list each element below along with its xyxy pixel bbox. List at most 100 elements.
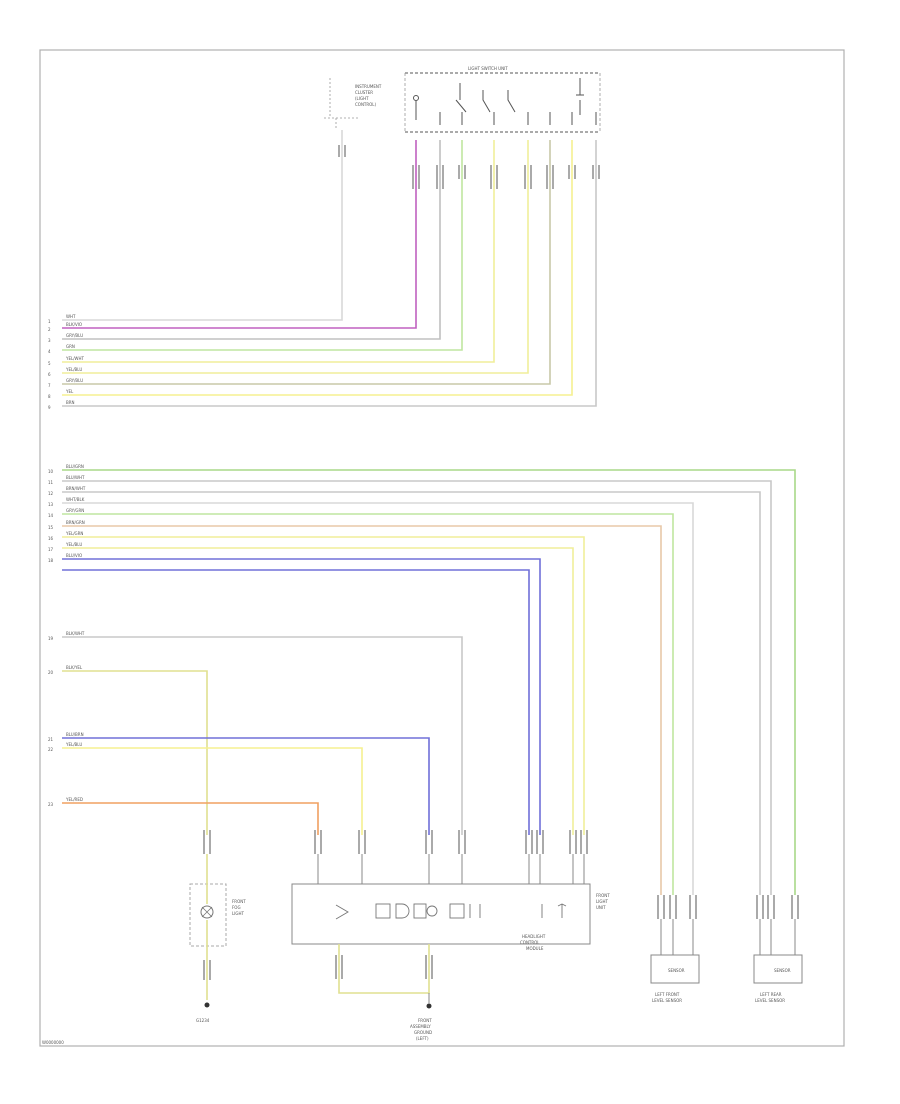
component-line-3: (LIGHT [355,96,369,101]
wire-num-6: 6 [48,372,51,377]
left-rear-level-sensor: SENSOR LEFT REAR LEVEL SENSOR [753,919,803,1003]
wire-5 [62,140,495,363]
ground-left-label: G1234 [196,1018,210,1023]
wire-label-6: YEL/BLU [65,367,82,372]
wire-label-1: WHT [66,314,76,319]
wire-num-4: 4 [48,349,51,354]
wire-num-14: 14 [48,513,54,518]
module-line-3: MODULE [526,946,544,951]
wire-num-18: 18 [48,558,54,563]
headlight-control-module: HEADLIGHT CONTROL MODULE FRONT LIGHT UNI… [291,854,610,1041]
wire-num-8: 8 [48,394,51,399]
wire-label-7: GRY/BLU [66,378,83,383]
wire-label-22: YEL/BLU [65,742,82,747]
wire-7 [62,140,551,385]
wire-3 [62,140,441,340]
component-line-2: CLUSTER [355,90,373,95]
lamp-line-1: FRONT [232,899,246,904]
wire-num-2: 2 [48,327,51,332]
wire-17 [62,547,574,835]
lamp-line-3: LIGHT [232,911,245,916]
wire-num-20: 20 [48,670,54,675]
wire-num-7: 7 [48,383,51,388]
wire-label-3: GRY/BLU [66,333,83,338]
wire-num-5: 5 [48,361,51,366]
sensor-left-line-1: LEFT FRONT [655,992,680,997]
ground-left-icon [204,1002,210,1008]
wire-6 [62,140,529,374]
wire-label-13: WHT/BLK [66,497,85,502]
wire-10 [62,469,796,895]
wire-18b [62,569,530,835]
wire-1 [62,130,343,321]
top-connectors [338,145,600,189]
wire-num-21: 21 [48,737,54,742]
sensor-left-text: SENSOR [668,968,685,973]
wire-18 [62,558,541,835]
lamp-line-2: FOG [232,905,241,910]
wire-label-19: BLK/WHT [66,631,85,636]
wire-9 [62,140,597,407]
wire-label-4: GRN [66,344,75,349]
bottom-connectors [203,830,799,980]
wire-label-10: BLU/GRN [66,464,84,469]
wire-num-9: 9 [48,405,51,410]
left-front-level-sensor: SENSOR LEFT FRONT LEVEL SENSOR [650,919,700,1003]
wire-num-19: 19 [48,636,54,641]
light-switch-unit: LIGHT SWITCH UNIT [404,66,601,133]
component-line-1: INSTRUMENT [355,84,382,89]
front-fog-light: FRONT FOG LIGHT G1234 [189,854,246,1023]
wire-15 [62,525,662,895]
wire-label-23: YEL/RED [65,797,83,802]
wire-20 [62,670,208,835]
footer-code: W0000000 [42,1040,64,1045]
wire-num-22: 22 [48,747,54,752]
top-left-component: INSTRUMENT CLUSTER (LIGHT CONTROL) [324,78,382,128]
bottom-wire-group: 10 11 12 13 14 15 16 17 18 19 20 21 22 2… [48,464,799,980]
wire-16 [62,536,585,835]
wire-23 [62,802,319,835]
component-line-4: CONTROL) [355,102,377,107]
module-side-line-3: UNIT [596,905,606,910]
wire-label-20: BLK/YEL [66,665,83,670]
wire-num-3: 3 [48,338,51,343]
sensor-right-line-2: LEVEL SENSOR [755,998,785,1003]
wire-label-11: BLU/WHT [66,475,85,480]
wire-2 [62,140,417,329]
wire-label-5: YEL/WHT [65,356,85,361]
wire-label-9: BRN [66,400,75,405]
wire-num-23: 23 [48,802,54,807]
module-line-2: CONTROL [520,940,540,945]
wire-8 [62,140,573,396]
wire-19 [62,636,463,835]
sensor-right-text: SENSOR [774,968,791,973]
module-line-1: HEADLIGHT [522,934,546,939]
ground-center-line-1: FRONT [418,1018,432,1023]
wire-label-14: GRY/GRN [66,508,84,513]
wire-13 [62,502,694,895]
wire-4 [62,140,463,351]
ground-center-icon [426,1003,432,1009]
wire-num-10: 10 [48,469,54,474]
ground-center-line-3: GROUND [414,1030,432,1035]
wire-label-21: BLU/BRN [66,732,84,737]
module-side-line-1: FRONT [596,893,610,898]
wire-num-12: 12 [48,491,54,496]
wire-num-17: 17 [48,547,54,552]
wire-label-17: YEL/BLU [65,542,82,547]
switch-unit-title: LIGHT SWITCH UNIT [468,66,508,71]
wire-label-8: YEL [65,389,74,394]
wire-num-15: 15 [48,525,54,530]
wire-label-15: BRN/GRN [66,520,85,525]
ground-center-line-4: (LEFT) [416,1036,429,1041]
wire-22 [62,747,363,835]
wire-num-1: 1 [48,319,51,324]
wire-label-12: BRN/WHT [66,486,86,491]
diagram-frame [39,49,845,1047]
wire-label-2: BLK/VIO [66,322,82,327]
wire-11 [62,480,772,895]
wire-21 [62,737,430,835]
top-wire-group: 1 2 3 4 5 6 7 8 9 WHT BLK/VIO GRY/BLU GR… [48,130,600,410]
wire-14 [62,513,674,895]
